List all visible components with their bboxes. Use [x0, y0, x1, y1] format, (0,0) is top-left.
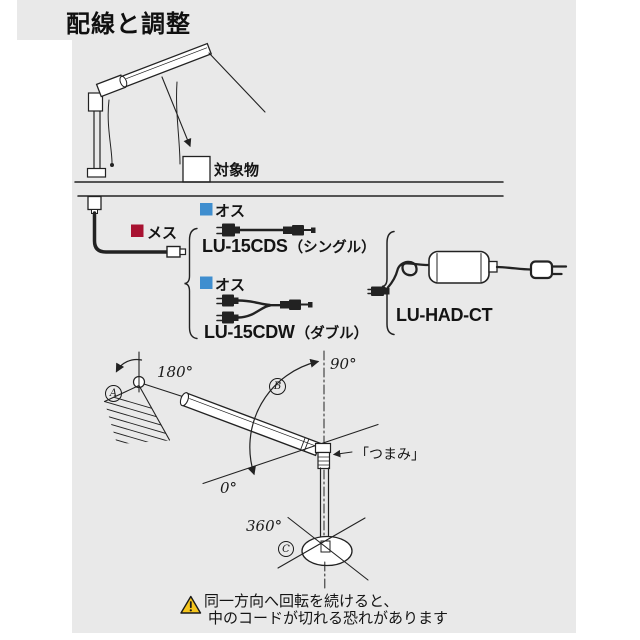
target-box [182, 155, 211, 183]
light-ray [208, 52, 266, 113]
male2-label: オス [215, 276, 246, 294]
lamp-cord [107, 99, 113, 164]
male1-label: オス [215, 202, 246, 220]
title-band [17, 0, 576, 40]
double-cable-art [216, 294, 313, 324]
lamp-illustration [74, 42, 504, 197]
knob-label: 「つまみ」 [355, 447, 425, 463]
arm-down-angle-label: 0° [220, 479, 238, 497]
male1-color-swatch [200, 203, 213, 216]
arm-up-angle-label: 90° [330, 355, 357, 373]
warning-triangle-icon [180, 595, 202, 614]
warning-line2: 中のコードが切れる恐れがあります [208, 609, 449, 627]
rotation-illustration [103, 350, 379, 591]
ac-adapter-art [367, 250, 568, 296]
product-double-model: LU-15CDW [204, 322, 295, 342]
product-single-model: LU-15CDS [202, 236, 288, 256]
power-plug [529, 260, 554, 280]
knob-leader [332, 449, 353, 458]
pole [319, 467, 330, 543]
female-color-swatch [131, 224, 144, 237]
product-single-variant: （シングル） [288, 240, 376, 256]
head-rotation-arc [115, 358, 143, 373]
circled-a: A [105, 385, 122, 402]
base-angle-label: 360° [246, 517, 283, 535]
base-rotation-lines [277, 516, 369, 581]
target-object-label: 対象物 [214, 161, 260, 179]
wiring-illustration [87, 195, 568, 340]
knob-art [314, 442, 332, 470]
group-brace-left [184, 227, 198, 340]
single-cable-art [216, 223, 316, 237]
warning-line1: 同一方向へ回転を続けると、 [204, 592, 399, 610]
page-title: 配線と調整 [66, 10, 191, 38]
head-angle-label: 180° [157, 363, 194, 381]
male2-color-swatch [200, 276, 213, 289]
female-cable [92, 211, 169, 254]
adapter-model: LU-HAD-CT [396, 305, 493, 325]
arm-rotation-arc [247, 358, 320, 476]
female-label: メス [147, 224, 178, 242]
warning-text: 同一方向へ回転を続けると、 中のコードが切れる恐れがあります [204, 593, 448, 627]
product-single: LU-15CDS （シングル） [202, 236, 376, 257]
product-double: LU-15CDW （ダブル） [204, 322, 368, 343]
circled-c: C [278, 541, 294, 557]
light-ray-arrow [161, 76, 192, 148]
product-double-variant: （ダブル） [295, 326, 369, 342]
lamp-cord2 [176, 81, 181, 165]
circled-b: B [269, 378, 286, 395]
